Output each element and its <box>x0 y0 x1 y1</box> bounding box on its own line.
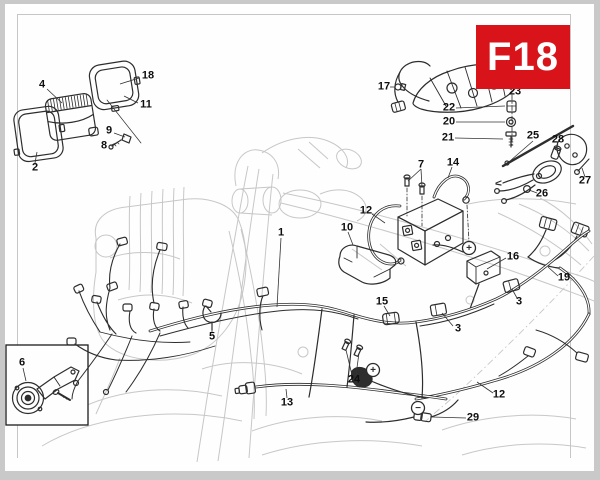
headlight-screw-and-clip <box>106 99 142 150</box>
main-harness <box>66 229 591 423</box>
callout-28: 28 <box>551 133 565 146</box>
callout-16: 16 <box>506 250 520 263</box>
components-ink <box>11 60 591 423</box>
callout-19: 19 <box>557 271 571 284</box>
callout-8: 8 <box>100 139 108 152</box>
harness-cable-12-right <box>414 312 591 401</box>
sensor-assembly <box>494 124 590 205</box>
svg-text:+: + <box>466 243 472 254</box>
page-code-badge: F18 <box>476 25 570 89</box>
tail-light-fasteners <box>505 94 517 148</box>
callout-4: 4 <box>38 78 46 91</box>
horn <box>11 366 80 415</box>
headlight-bezel <box>88 60 141 112</box>
callout-15: 15 <box>375 295 389 308</box>
callout-13: 13 <box>280 396 294 409</box>
callout-12: 12 <box>492 388 506 401</box>
harness-cable-13 <box>234 381 448 401</box>
callout-20: 20 <box>442 115 456 128</box>
callout-10: 10 <box>340 221 354 234</box>
callout-25: 25 <box>526 129 540 142</box>
callout-17: 17 <box>377 80 391 93</box>
svg-text:+: + <box>370 365 376 376</box>
callout-12: 12 <box>359 204 373 217</box>
headlight-unit <box>44 93 99 141</box>
callout-3: 3 <box>454 322 462 335</box>
battery-cable-14 <box>432 174 470 243</box>
callout-3: 3 <box>515 295 523 308</box>
page-code-text: F18 <box>487 34 559 79</box>
page-border-right <box>570 14 571 458</box>
motorcycle-ghost-outline <box>41 136 598 463</box>
callout-5: 5 <box>208 330 216 343</box>
callout-2: 2 <box>31 161 39 174</box>
callout-21: 21 <box>441 131 455 144</box>
battery-unit <box>397 174 464 266</box>
callout-1: 1 <box>277 226 285 239</box>
page-border-top <box>17 14 571 15</box>
callout-23: 23 <box>508 85 522 98</box>
callout-7: 7 <box>417 158 425 171</box>
svg-text:−: − <box>415 403 421 414</box>
callout-11: 11 <box>140 98 152 111</box>
callout-6: 6 <box>18 356 26 369</box>
battery-tray <box>338 244 397 285</box>
terminal-circle <box>410 400 426 416</box>
page-border-left <box>17 14 18 458</box>
terminal-circle <box>461 240 477 256</box>
callout-24: 24 <box>347 373 361 386</box>
callout-18: 18 <box>141 69 155 82</box>
callout-29: 29 <box>466 411 480 424</box>
terminal-circle <box>365 362 381 378</box>
callout-9: 9 <box>105 124 113 137</box>
starter-solenoid <box>432 244 501 310</box>
harness-cable-12-right <box>415 313 590 400</box>
callout-22: 22 <box>442 101 456 114</box>
callout-27: 27 <box>578 174 592 187</box>
callout-14: 14 <box>446 156 460 169</box>
callout-26: 26 <box>535 187 549 200</box>
terminal-symbols: + + − <box>365 240 477 416</box>
battery-cable-12 <box>367 204 405 266</box>
callout-leader-lines <box>22 77 586 419</box>
headlight-gasket <box>13 105 66 163</box>
